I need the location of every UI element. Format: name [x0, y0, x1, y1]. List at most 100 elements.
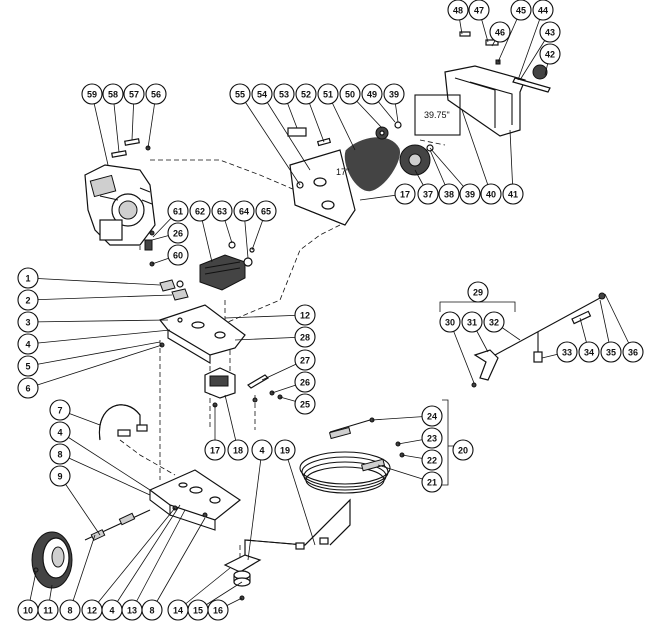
- spray-gun: [471, 292, 606, 388]
- leader-line-c30: [449, 321, 475, 384]
- callout-c58: 58: [102, 83, 124, 105]
- callout-label-c32: 32: [489, 318, 499, 328]
- pump-fittings: [159, 279, 189, 301]
- callout-label-c12: 12: [300, 311, 310, 321]
- callout-c41: 41: [502, 183, 524, 205]
- leader-line-c19: [284, 449, 316, 546]
- callout-c52: 52: [295, 83, 317, 105]
- guard-length-dimension: 39.75": [424, 110, 450, 120]
- callout-c8b: 8: [59, 599, 81, 621]
- callout-label-c22: 22: [427, 456, 437, 466]
- belt-length-dimension: 17": [336, 167, 349, 177]
- leader-line-c55: [239, 93, 301, 186]
- leader-line-c8c: [151, 517, 206, 611]
- callout-label-c6: 6: [25, 384, 30, 394]
- callout-label-c38: 38: [444, 190, 454, 200]
- leader-line-c12b: [91, 507, 176, 611]
- callout-label-c21: 21: [427, 478, 437, 488]
- callout-label-c15: 15: [193, 606, 203, 616]
- callout-c49: 49: [361, 83, 383, 105]
- leader-line-c3: [27, 319, 169, 323]
- callout-c19: 19: [274, 439, 296, 461]
- callout-c45: 45: [510, 0, 532, 21]
- leader-line-c40: [461, 109, 492, 195]
- callout-label-c36: 36: [628, 348, 638, 358]
- callout-label-c18: 18: [233, 446, 243, 456]
- callout-label-c44: 44: [538, 6, 548, 16]
- callout-label-c26: 26: [173, 229, 183, 239]
- callout-label-c25: 25: [300, 400, 310, 410]
- callout-label-c12b: 12: [87, 606, 97, 616]
- callout-label-c9: 9: [57, 472, 62, 482]
- callout-c33: 33: [556, 341, 578, 363]
- leader-line-c4b: [59, 431, 151, 491]
- callout-label-c48: 48: [453, 6, 463, 16]
- callout-c44: 44: [532, 0, 554, 21]
- callout-c12: 12: [294, 304, 316, 326]
- callout-label-c13: 13: [127, 606, 137, 616]
- callout-c25: 25: [294, 393, 316, 415]
- callout-label-c31: 31: [467, 318, 477, 328]
- callout-label-c61: 61: [173, 207, 183, 217]
- callout-c60: 60: [167, 244, 189, 266]
- callout-label-c19: 19: [280, 446, 290, 456]
- callout-label-c43: 43: [545, 28, 555, 38]
- guard-decals: [287, 127, 332, 147]
- leader-line-c13: [131, 509, 186, 611]
- callout-c28: 28: [294, 326, 316, 348]
- callout-c4c: 4: [101, 599, 123, 621]
- callout-c54: 54: [251, 83, 273, 105]
- leader-line-c8b: [69, 534, 96, 611]
- callout-label-c63: 63: [217, 207, 227, 217]
- leader-line-c2: [27, 294, 173, 301]
- callout-label-c16: 16: [213, 606, 223, 616]
- callout-label-c56: 56: [151, 90, 161, 100]
- callout-c32: 32: [483, 311, 505, 333]
- callout-c1: 1: [17, 267, 39, 289]
- support-handle: [98, 404, 148, 441]
- callout-label-c20: 20: [458, 446, 468, 456]
- pulleys: [375, 121, 434, 176]
- leader-line-c8: [59, 453, 151, 496]
- callout-c29: 29: [467, 281, 489, 303]
- callout-c63: 63: [211, 200, 233, 222]
- leader-line-c41: [509, 129, 514, 195]
- callout-label-c59: 59: [87, 90, 97, 100]
- callout-label-c57: 57: [129, 90, 139, 100]
- leader-line-c28: [234, 336, 306, 341]
- callout-label-c58: 58: [108, 90, 118, 100]
- callout-label-c52: 52: [301, 90, 311, 100]
- callout-label-c11: 11: [43, 606, 53, 616]
- callout-c65: 65: [255, 200, 277, 222]
- callout-label-c62: 62: [195, 207, 205, 217]
- callout-label-c2: 2: [25, 296, 30, 306]
- callout-label-c3: 3: [25, 318, 30, 328]
- callout-label-c41: 41: [508, 190, 518, 200]
- callout-c10: 10: [17, 599, 39, 621]
- callout-leaders: [27, 9, 634, 611]
- callout-c50: 50: [339, 83, 361, 105]
- callout-c16: 16: [207, 599, 229, 621]
- pump-mount-plate: [158, 304, 246, 364]
- callout-label-c47: 47: [474, 6, 484, 16]
- callout-label-c24: 24: [427, 412, 437, 422]
- callout-c22: 22: [421, 449, 443, 471]
- callout-c3: 3: [17, 311, 39, 333]
- callout-c15: 15: [187, 599, 209, 621]
- callout-c38: 38: [438, 183, 460, 205]
- callout-label-c34: 34: [584, 348, 594, 358]
- callout-label-c28: 28: [300, 333, 310, 343]
- callout-label-c37: 37: [423, 190, 433, 200]
- callout-c17b: 17: [204, 439, 226, 461]
- callout-c8: 8: [49, 443, 71, 465]
- callout-c13: 13: [121, 599, 143, 621]
- callout-label-c54: 54: [257, 90, 267, 100]
- engine: [84, 164, 156, 251]
- callout-label-c49: 49: [367, 90, 377, 100]
- leader-line-c59: [91, 93, 109, 166]
- leader-line-c4d: [247, 449, 263, 561]
- wheel: [31, 531, 73, 589]
- callout-c4d: 4: [251, 439, 273, 461]
- callout-c34: 34: [578, 341, 600, 363]
